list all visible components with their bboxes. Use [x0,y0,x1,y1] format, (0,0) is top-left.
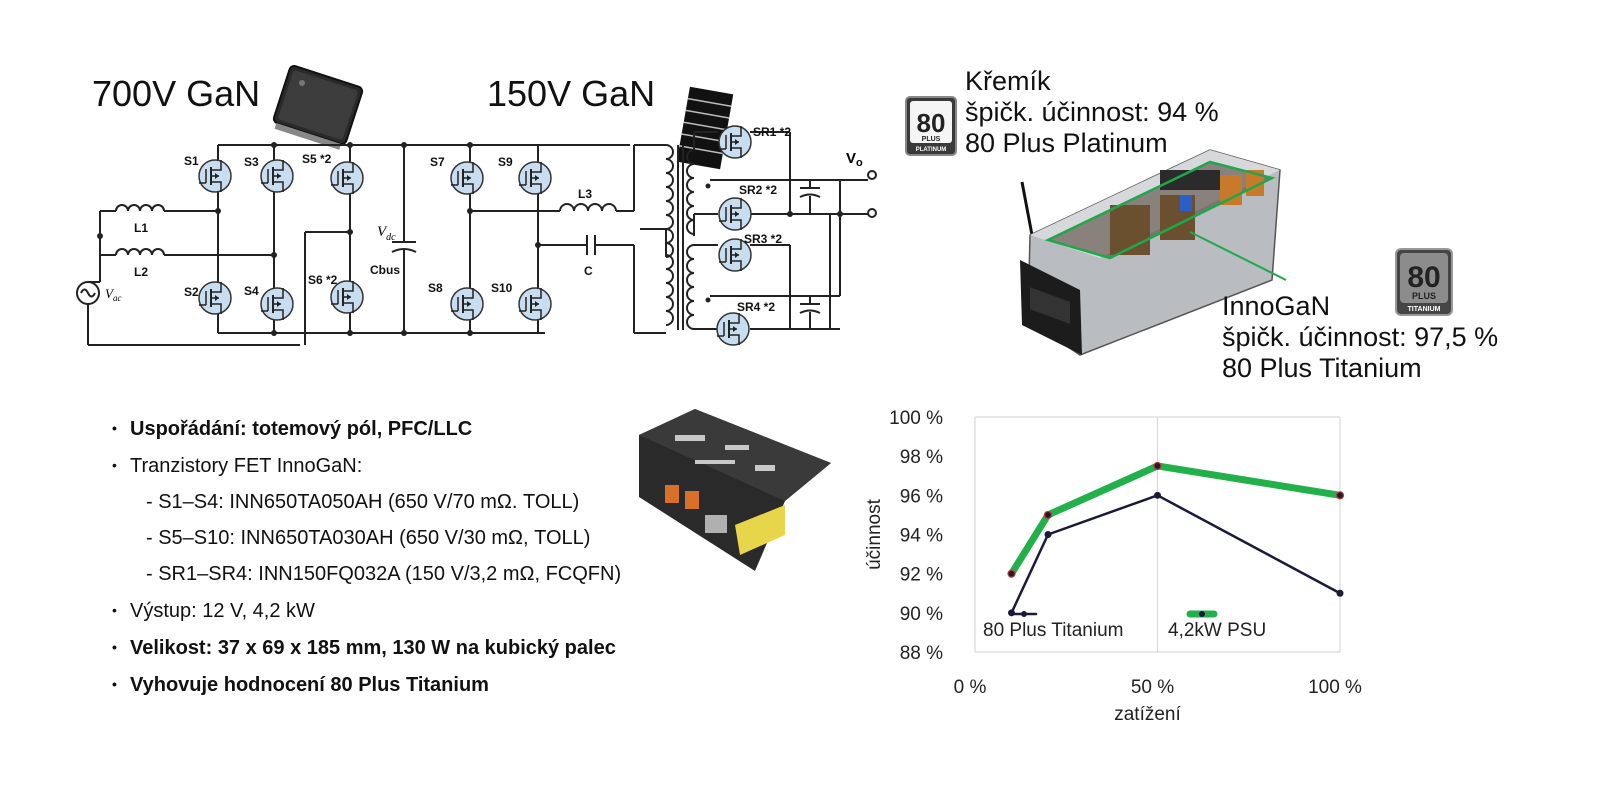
80-plus-titanium-badge-icon: 80 PLUS TITANIUM [1395,248,1453,316]
chart-grid [974,416,1341,653]
svg-text:TITANIUM: TITANIUM [1408,306,1441,313]
chart-legend: 80 Plus Titanium 4,2kW PSU [983,610,1266,641]
label-vo: Vo [846,150,863,169]
bullet-output: •Výstup: 12 V, 4,2 kW [112,592,621,629]
label-sr4: SR4 *2 [737,300,775,314]
chart-data-point [1154,491,1161,499]
circuit-wires [76,131,877,346]
innogan-rating: 80 Plus Titanium [1222,353,1422,383]
chart-data-point [1335,491,1345,500]
psu-product-image [1020,149,1287,356]
chart-y-tick-label: 96 % [900,486,943,507]
bullet-fet-sr: - SR1–SR4: INN150FQ032A (150 V/3,2 mΩ, F… [146,563,622,585]
bullet-dot-icon: • [112,602,117,618]
svg-text:80: 80 [1407,261,1440,294]
chart-series [1007,461,1345,617]
label-150v-gan: 150V GaN [487,73,656,114]
silicon-info: Křemík špičk. účinnost: 94 % 80 Plus Pla… [965,66,1219,159]
label-s7: S7 [430,155,445,169]
bullet-size: •Velikost: 37 x 69 x 185 mm, 130 W na ku… [112,629,621,666]
svg-text:PLUS: PLUS [922,136,941,143]
junction-dots [97,142,843,336]
silicon-rating: 80 Plus Platinum [965,128,1168,158]
label-cbus: Cbus [370,263,400,277]
label-s6: S6 *2 [308,273,338,287]
innogan-title: InnoGaN [1222,291,1331,321]
label-l3: L3 [578,187,592,201]
chart-series-line [1008,462,1344,578]
label-s4: S4 [244,284,259,298]
label-sr1: SR1 *2 [753,125,791,139]
label-sr3: SR3 *2 [744,232,782,246]
label-700v-gan: 700V GaN [92,73,261,114]
chart-x-tick-label: 100 % [1308,677,1362,698]
bullet-fets: •Tranzistory FET InnoGaN: [112,447,621,484]
chart-data-point [1336,589,1344,597]
chart-x-tick-label: 0 % [954,677,987,698]
bullet-rating: •Vyhovuje hodnocení 80 Plus Titanium [112,666,621,703]
svg-text:PLATINUM: PLATINUM [916,147,947,153]
bullet-dot-icon: • [112,457,117,473]
chart-legend-marker [1021,611,1027,617]
gan700-chip-image [272,65,364,150]
gan150-chip-image [676,86,734,170]
label-s9: S9 [498,155,513,169]
bullet-dot-icon: • [112,676,117,692]
chart-data-point [1153,461,1162,471]
chart-y-tick-label: 98 % [900,447,943,468]
chart-y-tick-label: 90 % [900,604,943,625]
label-l1: L1 [134,221,148,235]
label-sr2: SR2 *2 [739,183,777,197]
pcb-board-image [639,409,831,571]
label-s3: S3 [244,155,259,169]
svg-text:80: 80 [917,108,946,138]
bullet-dot-icon: • [112,420,117,436]
bullet-topology: •Uspořádání: totemový pól, PFC/LLC [112,410,621,447]
label-s5: S5 *2 [302,152,332,166]
label-vdc: Vdc [377,224,396,243]
circuit-schematic: S1 S2 S3 S4 S5 *2 S6 *2 S7 S8 S9 S10 SR1… [76,65,877,346]
chart-y-ticks: 88 % 90 % 92 % 94 % 96 % 98 % 100 % [889,408,943,664]
80-plus-platinum-badge-icon: 80 PLUS PLATINUM [905,96,957,156]
label-s10: S10 [491,281,513,295]
label-c: C [584,264,593,278]
bullet-fet-s1-s4: - S1–S4: INN650TA050AH (650 V/70 mΩ. TOL… [146,491,580,513]
chart-y-tick-label: 94 % [900,526,943,547]
label-s2: S2 [184,285,199,299]
chart-y-tick-label: 100 % [889,408,943,429]
bullet-dot-icon: • [112,639,117,655]
innogan-efficiency: špičk. účinnost: 97,5 % [1222,322,1499,352]
innogan-info: InnoGaN špičk. účinnost: 97,5 % 80 Plus … [1222,291,1498,384]
silicon-title: Křemík [965,66,1051,96]
chart-legend-label: 80 Plus Titanium [983,620,1123,641]
chart-x-ticks: 0 % 50 % 100 % [954,677,1362,698]
chart-legend-marker [1199,611,1205,617]
label-vac: Vac [105,286,121,303]
svg-text:PLUS: PLUS [1412,291,1436,301]
spec-bullet-list: •Uspořádání: totemový pól, PFC/LLC •Tran… [112,410,621,703]
chart-y-tick-label: 92 % [900,565,943,586]
chart-data-point [1043,510,1053,520]
chart-data-point [1007,569,1016,578]
chart-x-axis-label: zatížení [1114,704,1181,725]
label-s8: S8 [428,281,443,295]
chart-y-tick-label: 88 % [900,643,943,664]
chart-y-axis-label: účinnost [864,498,885,569]
silicon-efficiency: špičk. účinnost: 94 % [965,97,1219,127]
label-s1: S1 [184,154,199,168]
chart-data-point [1044,531,1052,538]
bullet-fet-s5-s10: - S5–S10: INN650TA030AH (650 V/30 mΩ, TO… [146,527,591,549]
chart-legend-label: 4,2kW PSU [1168,620,1266,641]
chart-series-line [1010,494,1342,615]
efficiency-chart: 88 % 90 % 92 % 94 % 96 % 98 % 100 % 0 % 50 % 100… [864,408,1362,725]
label-l2: L2 [134,265,148,279]
chart-x-tick-label: 50 % [1131,677,1174,698]
